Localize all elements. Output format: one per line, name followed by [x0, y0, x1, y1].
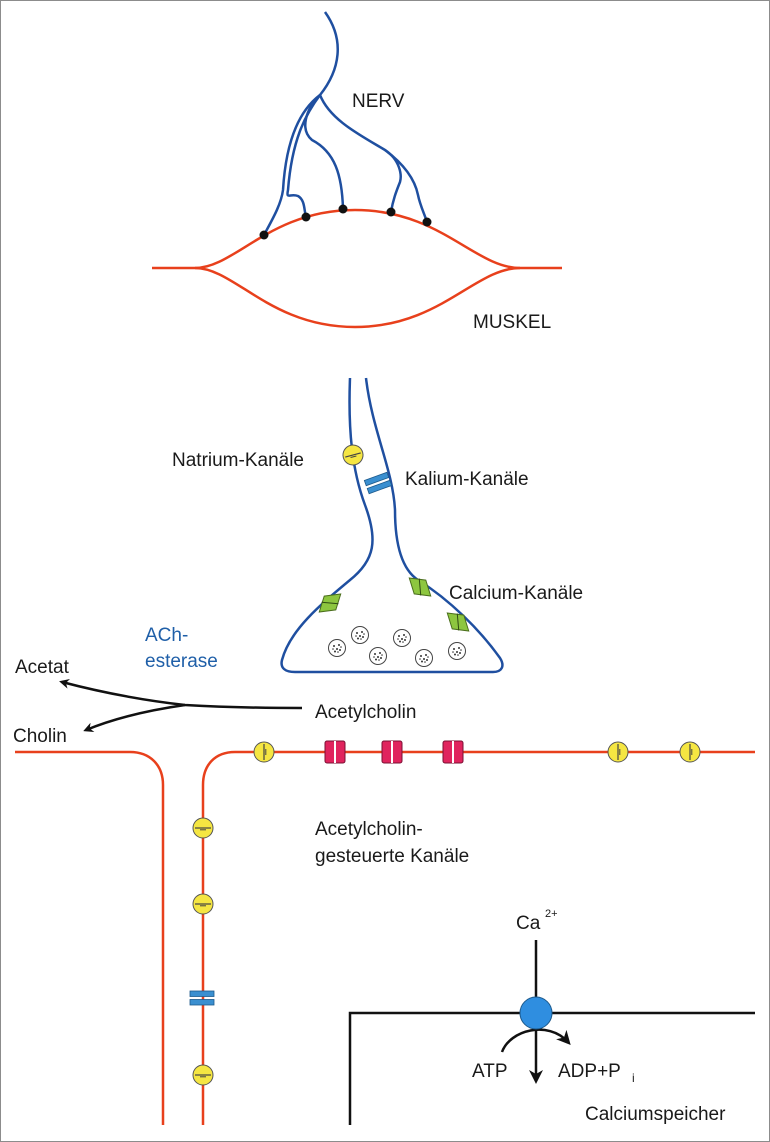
calcium-ion-label: Ca [516, 913, 541, 934]
atp-label: ATP [472, 1061, 508, 1082]
calcium-charge-label: 2+ [545, 908, 558, 920]
muskel-label: MUSKEL [473, 312, 551, 333]
potassium-channel-axon [363, 471, 393, 495]
calcium-channel-left [312, 586, 348, 620]
synaptic-vesicles [328, 626, 466, 667]
natrium-label: Natrium-Kanäle [172, 450, 304, 471]
ache-label-line1: ACh- [145, 625, 188, 646]
calcium-store [348, 1011, 755, 1125]
phosphate-subscript: i [632, 1071, 635, 1085]
ach-channels-label-line1: Acetylcholin- [315, 819, 423, 840]
muscle-membrane [15, 750, 755, 1125]
ach-channels-label-line2: gesteuerte Kanäle [315, 846, 469, 867]
calcium-label: Calcium-Kanäle [449, 583, 583, 604]
ache-label-line2: esterase [145, 651, 218, 672]
nerv-label: NERV [352, 91, 405, 112]
sodium-channels-membrane [192, 741, 701, 1086]
acetat-label: Acetat [15, 657, 70, 678]
adp-label: ADP+P [558, 1061, 621, 1082]
cholin-label: Cholin [13, 726, 67, 747]
atp-hydrolysis-arrow [500, 1028, 571, 1053]
nerve-fibers [262, 11, 429, 236]
axon-terminal [280, 377, 504, 674]
calciumspeicher-label: Calciumspeicher [585, 1104, 726, 1125]
ach-hydrolysis-arrows [59, 678, 303, 732]
sodium-channel-axon [340, 442, 366, 468]
acetylcholin-label: Acetylcholin [315, 702, 416, 723]
nerve-endings [259, 204, 432, 240]
muscle-fiber [152, 208, 562, 329]
calcium-channel-right-upper [402, 570, 438, 604]
calcium-pump [519, 996, 553, 1030]
kalium-label: Kalium-Kanäle [405, 469, 529, 490]
